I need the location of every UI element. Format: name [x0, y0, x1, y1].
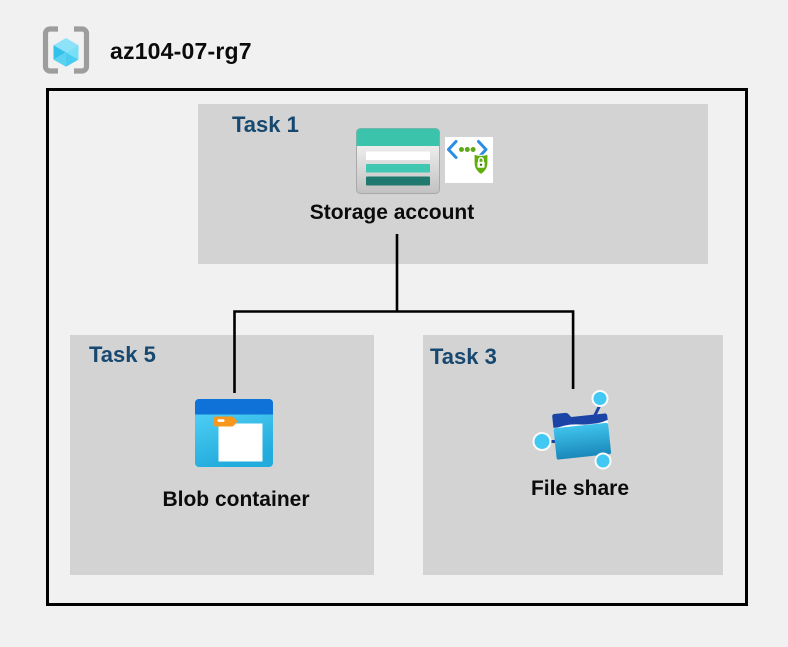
file-share-icon	[532, 390, 612, 470]
file-share-label: File share	[530, 477, 630, 500]
resource-group-header: az104-07-rg7	[0, 0, 788, 88]
storage-account-icon	[356, 128, 440, 194]
task-box-5: Task 5 Blob container	[70, 335, 374, 575]
blob-container-icon	[195, 399, 273, 467]
blob-container-label: Blob container	[162, 488, 310, 511]
secure-access-sas-icon	[445, 137, 493, 183]
task3-label: Task 3	[430, 344, 497, 369]
task1-label: Task 1	[232, 112, 299, 137]
task5-label: Task 5	[89, 342, 156, 367]
resource-group-icon	[42, 26, 90, 74]
resource-group-title: az104-07-rg7	[110, 38, 252, 64]
storage-account-label: Storage account	[309, 201, 475, 224]
task-box-3: Task 3 File share	[423, 335, 723, 575]
resource-group-boundary	[46, 88, 748, 606]
task-box-1: Task 1 Storage account	[198, 104, 708, 264]
